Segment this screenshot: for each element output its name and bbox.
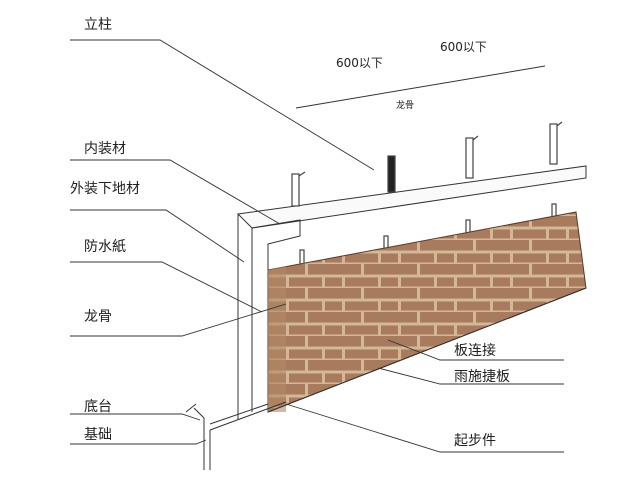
dimension-line <box>295 65 546 109</box>
label-waterproof: 防水紙 <box>84 239 126 255</box>
label-keel: 龙骨 <box>84 309 112 325</box>
label-post: 立柱 <box>84 17 112 33</box>
label-starter: 起步件 <box>454 433 496 449</box>
label-exterior-base: 外装下地材 <box>70 181 140 197</box>
label-interior: 内装材 <box>84 141 126 157</box>
posts-top <box>291 121 563 207</box>
label-spacing-b: 600以下 <box>440 40 487 54</box>
label-spacing-a: 600以下 <box>336 56 383 70</box>
label-sill: 底台 <box>84 399 112 415</box>
starter-strip <box>185 287 587 470</box>
siding-panel <box>267 211 587 413</box>
leader-lines <box>70 39 564 453</box>
exterior-board <box>236 165 587 420</box>
label-joint: 板连接 <box>454 343 496 359</box>
label-foundation: 基础 <box>84 427 112 443</box>
label-keel-top: 龙骨 <box>396 101 415 111</box>
label-drip: 雨施捷板 <box>454 369 510 385</box>
